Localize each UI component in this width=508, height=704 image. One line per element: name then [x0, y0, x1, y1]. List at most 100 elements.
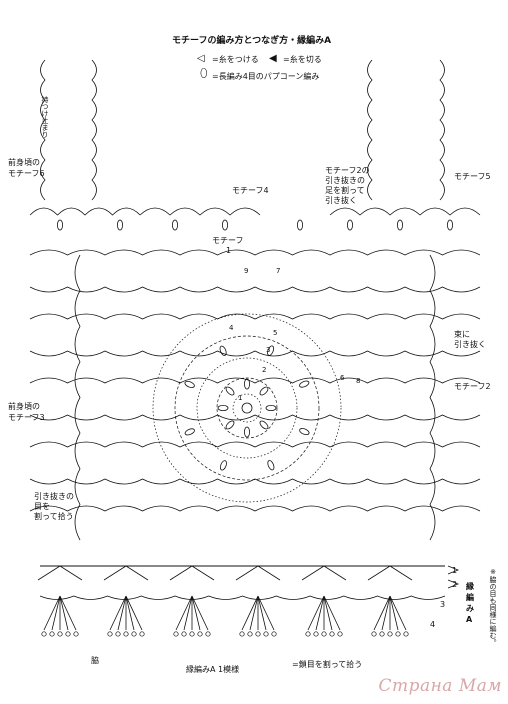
pick-note-line2: 目を — [34, 502, 50, 511]
chart-title: モチーフの編み方とつなぎ方・縁編みA — [172, 36, 332, 46]
motif-popcorn-inner — [244, 426, 251, 438]
edging-name-2: 編 — [466, 593, 474, 602]
edging-picot — [173, 631, 179, 637]
edging-picot — [131, 631, 137, 637]
motif5-label: モチーフ5 — [454, 172, 491, 181]
row-number-3: 3 — [440, 600, 446, 609]
edging-fan-stitch — [323, 595, 341, 631]
round-number-4: 4 — [229, 324, 234, 332]
motif-ring — [196, 357, 298, 459]
round-number-5: 5 — [273, 329, 278, 337]
edging-picot — [321, 631, 327, 637]
arch-popcorn — [346, 219, 353, 231]
edging-picot — [197, 631, 203, 637]
mesh-arch-row — [29, 350, 481, 357]
edging-picot — [41, 631, 47, 637]
motif-ring — [152, 313, 342, 503]
motif4-label: モチーフ4 — [232, 186, 269, 195]
motif2-note-line2: 引き抜きの — [325, 176, 365, 185]
edging-fan-stitch — [257, 595, 275, 631]
arch-popcorn — [117, 219, 124, 231]
edging-picot — [57, 631, 63, 637]
right-side-chain — [429, 254, 436, 541]
front-neck-motif6-line1: 前身頃の — [8, 158, 40, 167]
edging-picot — [65, 631, 71, 637]
edging-fan-stitch — [183, 595, 193, 631]
edging-fan-stitch — [59, 595, 69, 631]
motif-popcorn-outer — [299, 428, 310, 436]
edging-fan-stitch — [323, 595, 333, 631]
side-label: 脇 — [91, 656, 99, 665]
legend-popcorn: =長編み4目のパプコーン編み — [212, 72, 320, 81]
front-neck-motif3-line2: モチーフ3 — [8, 413, 45, 422]
edging-fan-stitch — [117, 595, 127, 631]
round-number-7: 7 — [276, 267, 281, 275]
edging-name-1: 縁 — [466, 582, 474, 591]
pick-note-line3: 割って拾う — [34, 512, 74, 521]
bundle-note-line2: 引き抜く — [454, 340, 486, 349]
mesh-arch-row — [29, 377, 481, 384]
right-strap-inner-chain — [367, 59, 373, 201]
popcorn-stitch-icon: ⬯ — [200, 66, 208, 80]
edging-fan-stitch — [389, 595, 399, 631]
edging-picot — [239, 631, 245, 637]
motif-ring — [216, 377, 278, 439]
edging-fan-stitch — [125, 595, 143, 631]
edging-picot — [305, 631, 311, 637]
motif2-note-line3: 足を割って — [325, 186, 365, 195]
edging-fan-legs — [367, 565, 413, 581]
edging-fan-stitch — [191, 595, 201, 631]
right-strap-outer-chain — [439, 59, 445, 201]
motif-popcorn-inner — [243, 378, 250, 390]
row-arrow — [447, 579, 460, 589]
row-number-4: 4 — [430, 620, 436, 629]
motif-popcorn-outer — [184, 428, 195, 436]
edging-fan-legs — [103, 565, 149, 581]
motif-popcorn-outer — [219, 460, 227, 471]
round-number-3: 3 — [266, 346, 271, 354]
mesh-arch-row — [29, 505, 481, 512]
edging-name-4: A — [466, 615, 473, 624]
round-number-2: 2 — [262, 366, 267, 374]
round-number-6: 6 — [340, 374, 345, 382]
left-strap-outer-chain — [40, 59, 46, 201]
arch-popcorn — [446, 219, 453, 231]
edging-picot — [255, 631, 261, 637]
edging-fan-stitch — [249, 595, 259, 631]
mesh-arch-row — [29, 478, 481, 485]
edging-picot — [123, 631, 129, 637]
motif-popcorn-inner — [217, 405, 229, 412]
arch-popcorn — [221, 219, 228, 231]
edging-picot — [403, 631, 409, 637]
edging-picot — [247, 631, 253, 637]
edging-picot — [337, 631, 343, 637]
motif2-label: モチーフ2 — [454, 382, 491, 391]
edging-picot — [329, 631, 335, 637]
edging-chain-row — [39, 595, 446, 600]
edging-fan-stitch — [175, 595, 193, 631]
edging-picot — [139, 631, 145, 637]
round-number-9: 9 — [244, 267, 249, 275]
edging-picot — [115, 631, 121, 637]
edging-fan-stitch — [389, 595, 407, 631]
split-note: =鎖目を割って拾う — [292, 660, 363, 669]
edging-picot — [181, 631, 187, 637]
edging-fan-stitch — [109, 595, 127, 631]
left-side-chain — [74, 254, 81, 541]
watermark: Страна Мам — [378, 676, 502, 696]
bundle-note-line1: 束に — [454, 330, 470, 339]
arch-popcorn — [171, 219, 178, 231]
motif-ring — [232, 393, 262, 423]
edging-fan-stitch — [125, 595, 135, 631]
edging-fan-legs — [301, 565, 347, 581]
edging-fan-stitch — [315, 595, 325, 631]
edging-fan-stitch — [307, 595, 325, 631]
mesh-arch-row — [29, 441, 481, 448]
motif-popcorn-outer — [184, 380, 195, 388]
edging-picot — [371, 631, 377, 637]
edging-name-3: み — [466, 604, 474, 613]
mesh-arch-row — [29, 313, 481, 320]
edging-fan-stitch — [373, 595, 391, 631]
pick-note-line1: 引き抜きの — [34, 492, 74, 501]
